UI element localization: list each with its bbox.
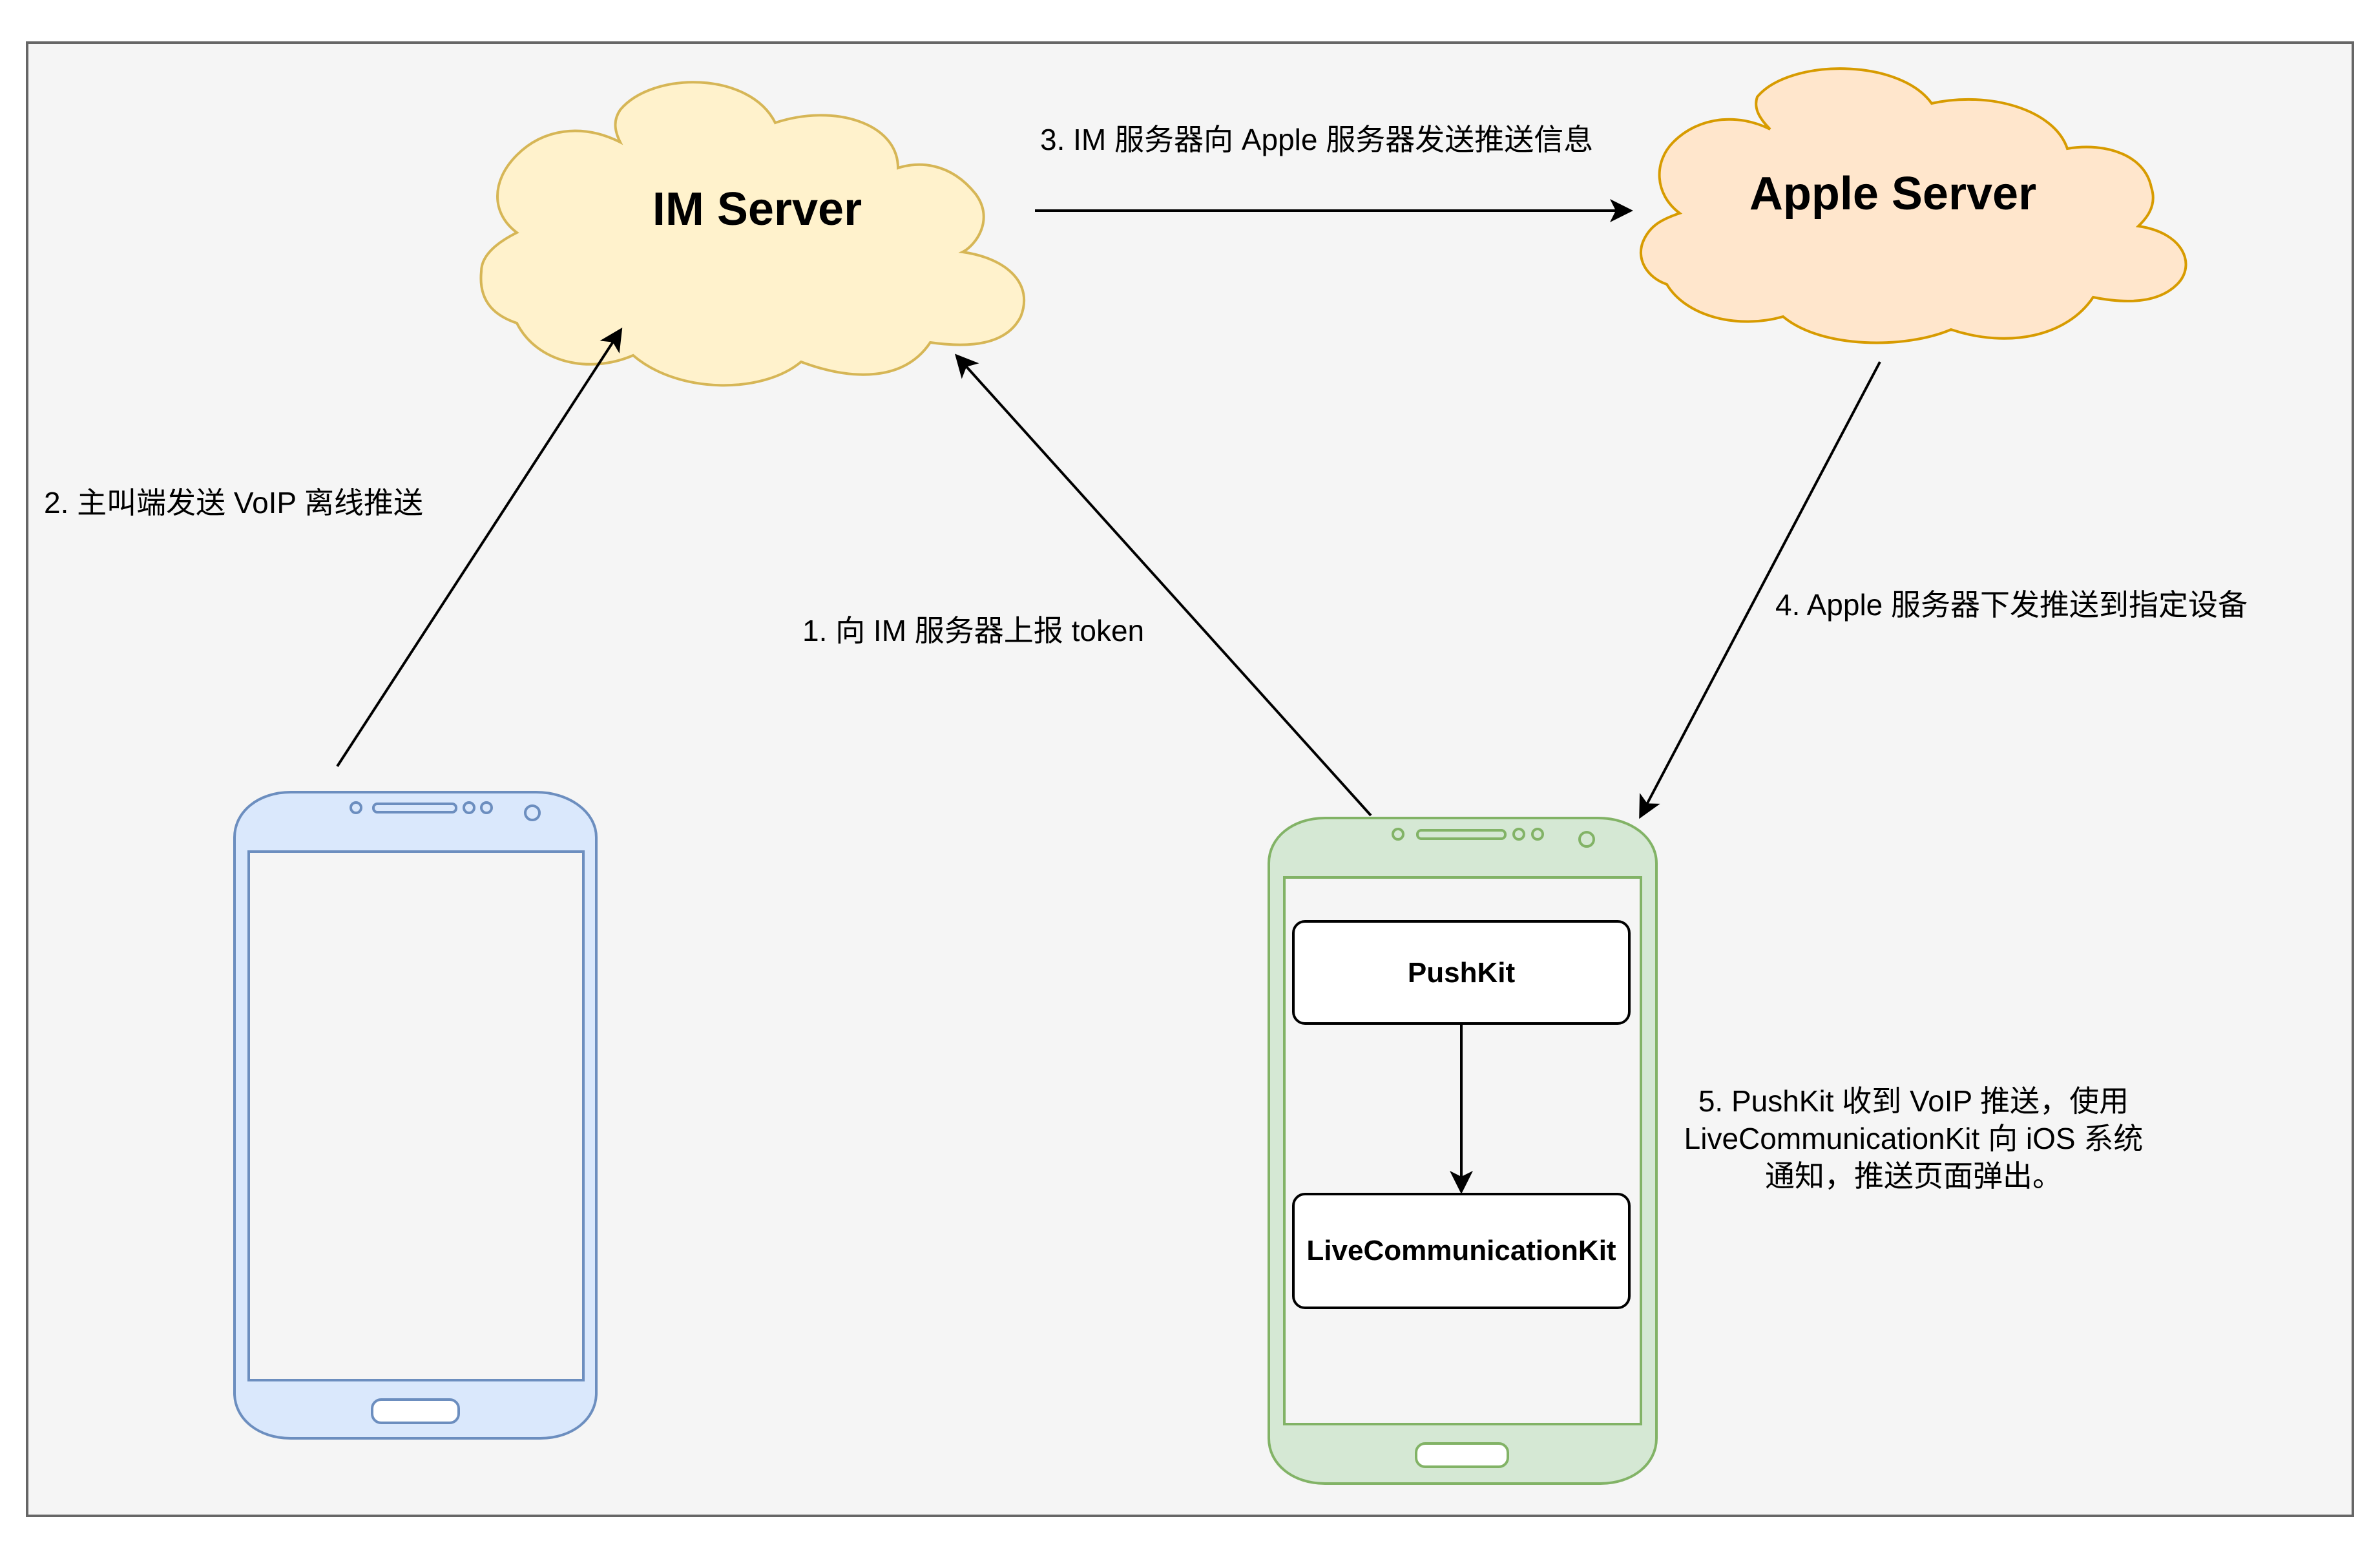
step2-label: 2. 主叫端发送 VoIP 离线推送 <box>44 486 423 520</box>
cloud-icon <box>479 81 1025 387</box>
pushkit-node[interactable]: PushKit <box>1292 920 1631 1025</box>
cloud-icon <box>1640 67 2187 344</box>
livecommunicationkit-node[interactable]: LiveCommunicationKit <box>1292 1193 1631 1309</box>
pushkit-label: PushKit <box>1408 957 1516 989</box>
livecommunicationkit-box <box>1292 1193 1631 1309</box>
caller-phone-home-button <box>371 1398 460 1424</box>
callee-phone-sensor <box>1512 828 1525 841</box>
caller-phone-speaker <box>372 803 457 813</box>
step5-note: 5. PushKit 收到 VoIP 推送，使用 LiveCommunicati… <box>1684 1084 2144 1193</box>
caller-phone-sensor <box>480 801 493 814</box>
step3-label: 3. IM 服务器向 Apple 服务器发送推送信息 <box>1040 123 1593 156</box>
caller-phone-sensor <box>350 801 362 814</box>
step5-note-line: LiveCommunicationKit 向 iOS 系统 <box>1684 1122 2144 1155</box>
edge-caller-to-im-server[interactable] <box>336 327 623 768</box>
callee-phone-home-button <box>1415 1442 1509 1468</box>
callee-phone-sensor <box>1531 828 1544 841</box>
callee-phone-sensor <box>1392 828 1404 841</box>
caller-phone-screen <box>247 850 585 1381</box>
apple-server-label: Apple Server <box>1749 168 2036 220</box>
caller-phone-node[interactable] <box>233 791 598 1440</box>
apple-server-node[interactable]: Apple Server <box>1640 67 2187 344</box>
caller-phone-camera <box>524 804 541 821</box>
edge-apple-server-to-callee[interactable] <box>1639 361 1881 819</box>
im-server-label: IM Server <box>652 184 862 235</box>
edge-callee-to-im-server[interactable] <box>954 353 1372 817</box>
pushkit-box <box>1292 920 1631 1025</box>
caller-phone-sensor <box>463 801 475 814</box>
step5-note-line: 5. PushKit 收到 VoIP 推送，使用 <box>1698 1084 2129 1118</box>
step4-label: 4. Apple 服务器下发推送到指定设备 <box>1775 588 2248 622</box>
callee-phone-speaker <box>1416 829 1507 840</box>
step5-note-line: 通知，推送页面弹出。 <box>1765 1159 2062 1193</box>
callee-phone-camera <box>1578 831 1595 848</box>
livecommunicationkit-label: LiveCommunicationKit <box>1306 1235 1616 1266</box>
step1-label: 1. 向 IM 服务器上报 token <box>802 614 1144 647</box>
im-server-node[interactable]: IM Server <box>479 81 1025 387</box>
